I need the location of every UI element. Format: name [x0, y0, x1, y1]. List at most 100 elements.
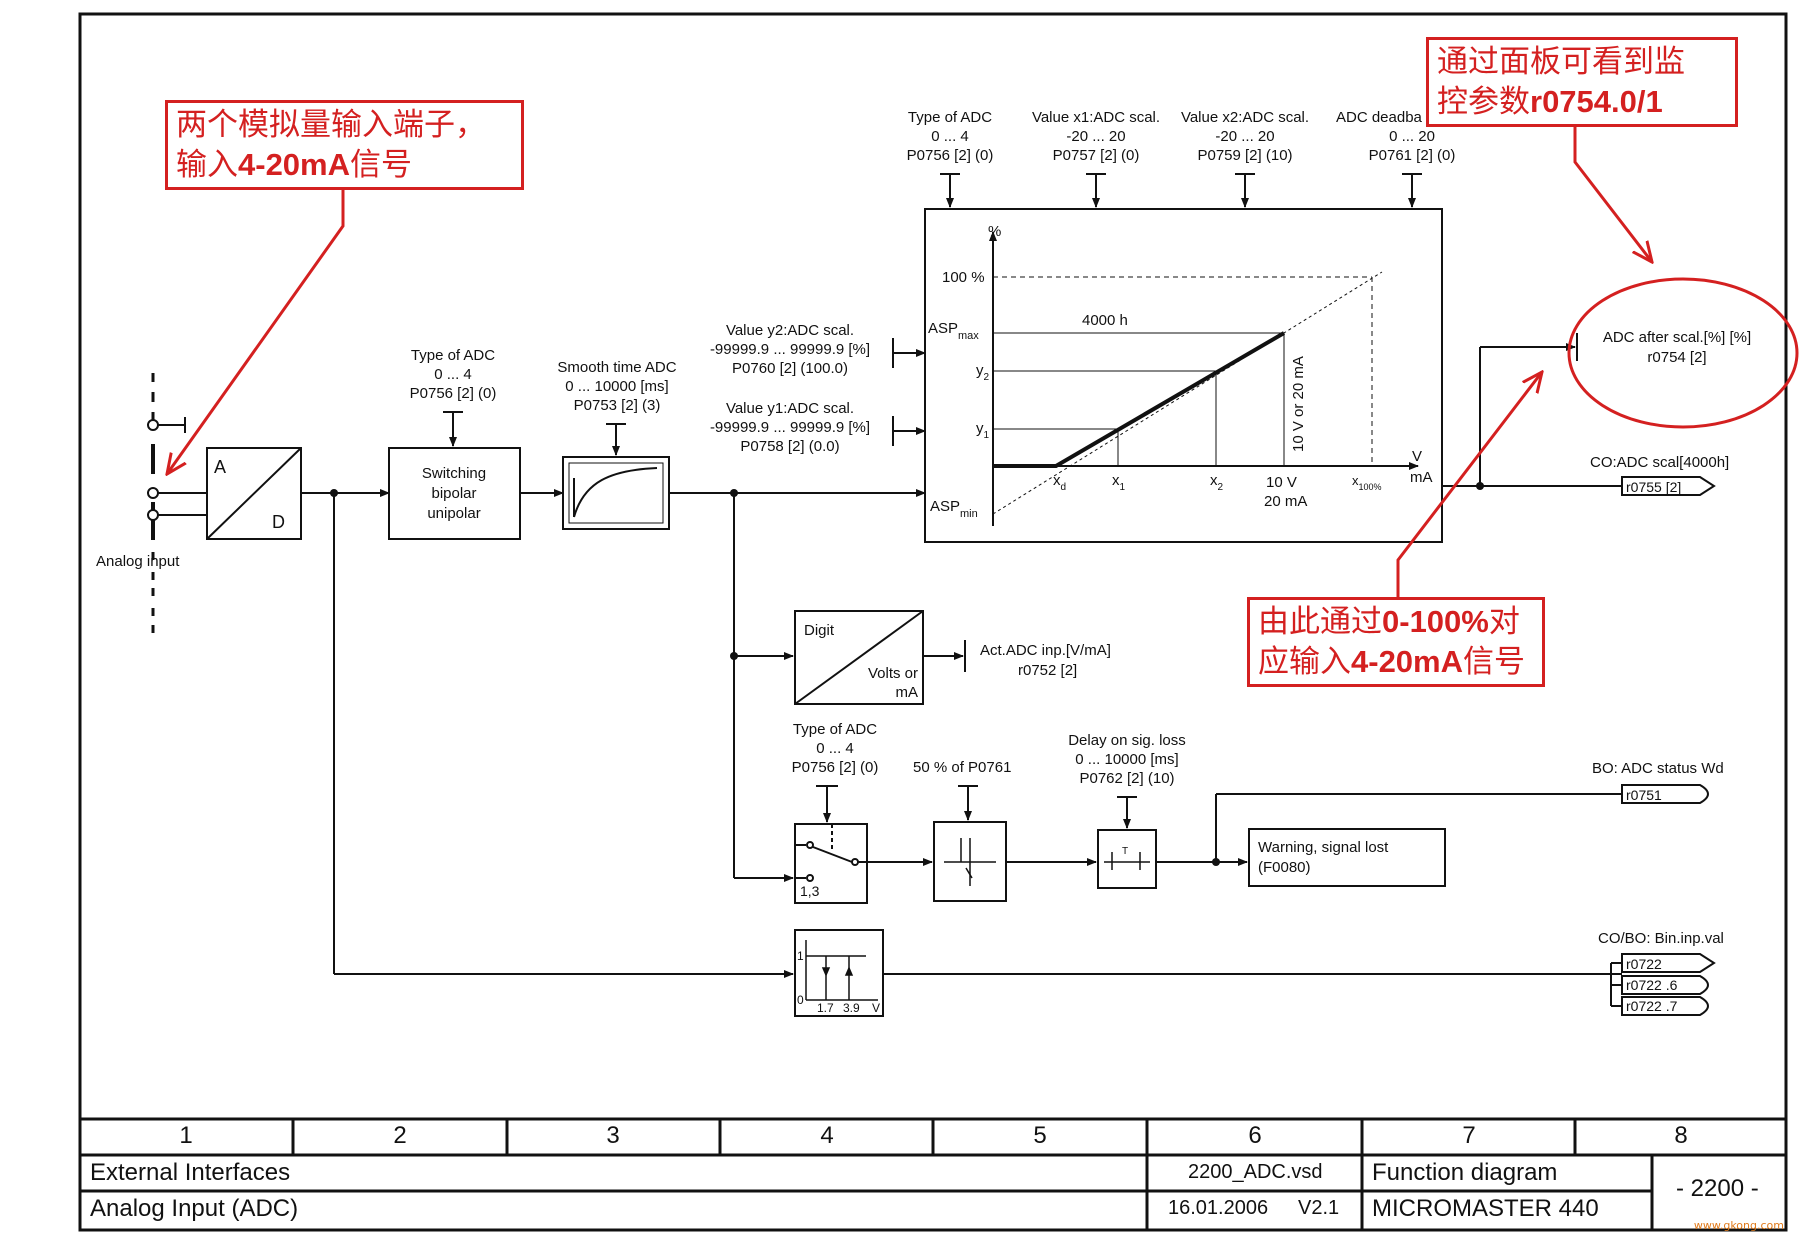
scaling-graph	[989, 231, 1419, 526]
junction-dot	[1212, 858, 1220, 866]
footer-col-2: 2	[393, 1122, 407, 1149]
graph-vertical-label: 10 V or 20 mA	[1290, 356, 1307, 452]
graph-4000h: 4000 h	[1082, 312, 1128, 329]
bo-status-label: BO: ADC status Wd	[1592, 760, 1724, 777]
footer-page-number: - 2200 -	[1676, 1175, 1759, 1202]
top-param-line3: P0759 [2] (10)	[1197, 147, 1292, 164]
footer-version: V2.1	[1298, 1197, 1340, 1219]
annotation-arrows	[167, 126, 1652, 597]
type-adc2-line1: Type of ADC	[793, 721, 877, 738]
delay-param-line2: 0 ... 10000 [ms]	[1075, 751, 1178, 768]
y2-param-line3: P0760 [2] (100.0)	[732, 360, 848, 377]
top-param-line2: 0 ... 20	[1389, 128, 1435, 145]
drawing-frame	[78, 12, 1788, 1232]
graph-y2: y2	[976, 362, 990, 383]
top-param-line1: Type of ADC	[908, 109, 992, 126]
y1-param-line2: -99999.9 ... 99999.9 [%]	[710, 419, 870, 436]
scaling-graph-box	[924, 208, 1443, 543]
graph-x1: x1	[1112, 472, 1126, 493]
switching-block	[388, 447, 521, 540]
footer-product: MICROMASTER 440	[1372, 1195, 1599, 1222]
digit-label: Digit	[804, 622, 835, 639]
act-adc-line1: Act.ADC inp.[V/mA]	[980, 642, 1111, 659]
top-param-line3: P0757 [2] (0)	[1053, 147, 1140, 164]
footer-col-8: 8	[1674, 1122, 1688, 1149]
bo-status-conn-label: r0751	[1626, 787, 1662, 803]
graph-x100: x100%	[1352, 473, 1382, 492]
footer-date: 16.01.2006	[1168, 1197, 1269, 1219]
hyst-one: 1	[797, 949, 804, 963]
status-lines	[1156, 793, 1622, 866]
graph-y-unit: %	[988, 223, 1001, 240]
annotation-mapping-line2: 应输入4-20mA信号	[1258, 644, 1525, 680]
footer-col-4: 4	[820, 1122, 834, 1149]
footer-grid	[80, 1117, 1786, 1230]
annotation-monitor-line1: 通过面板可看到监	[1437, 44, 1685, 80]
cobo-bin-connector-2	[1621, 975, 1709, 995]
junction-dot	[330, 489, 338, 497]
top-param-line3: P0756 [2] (0)	[907, 147, 994, 164]
delay-t-label: T	[1122, 846, 1128, 857]
footer-col-6: 6	[1248, 1122, 1262, 1149]
switching-line2: bipolar	[431, 485, 476, 502]
delay-param-line3: P0762 [2] (10)	[1079, 770, 1174, 787]
cobo-bin-conn-3: r0722 .7	[1626, 998, 1678, 1014]
ad-a-label: A	[214, 457, 226, 477]
top-param-line3: P0761 [2] (0)	[1369, 147, 1456, 164]
monitor-out-line2: r0754 [2]	[1647, 349, 1706, 366]
switch2-label: 1,3	[800, 883, 820, 899]
graph-asp-min: ASPmin	[930, 498, 978, 520]
warning-line2: (F0080)	[1258, 859, 1311, 876]
graph-asp-max: ASPmax	[928, 320, 979, 342]
cobo-bin-label: CO/BO: Bin.inp.val	[1598, 930, 1724, 947]
bo-status-connector	[1621, 784, 1709, 804]
type-adc2-line2: 0 ... 4	[816, 740, 854, 757]
graph-xd: xd	[1053, 472, 1066, 493]
footer-file: 2200_ADC.vsd	[1188, 1161, 1323, 1183]
act-adc-line2: r0752 [2]	[1018, 662, 1077, 679]
y1-param-line3: P0758 [2] (0.0)	[740, 438, 839, 455]
hysteresis-symbol	[805, 940, 878, 1001]
switch-symbol	[795, 824, 867, 882]
hysteresis-block	[794, 929, 884, 1017]
annotation-terminals-line1: 两个模拟量输入端子，	[176, 107, 486, 143]
graph-20ma: 20 mA	[1264, 493, 1307, 510]
top-param-line2: -20 ... 20	[1215, 128, 1274, 145]
footer-col-5: 5	[1033, 1122, 1047, 1149]
switch-param-line2: 0 ... 4	[434, 366, 472, 383]
signal-lines	[301, 489, 926, 978]
y2-param-line2: -99999.9 ... 99999.9 [%]	[710, 341, 870, 358]
hyst-39: 3.9	[843, 1001, 860, 1015]
monitor-highlight-ellipse	[1567, 277, 1799, 429]
co-scal-conn-label: r0755 [2]	[1626, 479, 1681, 495]
switching-line3: unipolar	[427, 505, 480, 522]
footer-col-3: 3	[606, 1122, 620, 1149]
co-scal-label: CO:ADC scal[4000h]	[1590, 454, 1729, 471]
monitor-out-line1: ADC after scal.[%] [%]	[1603, 329, 1751, 346]
graph-y1: y1	[976, 420, 990, 441]
hyst-zero: 0	[797, 993, 804, 1007]
top-param-x1: Value x1:ADC scal. -20 ... 20 P0757 [2] …	[1032, 109, 1160, 208]
annotation-terminals: 两个模拟量输入端子， 输入4-20mA信号	[165, 100, 524, 190]
switch-param-line3: P0756 [2] (0)	[410, 385, 497, 402]
ma-label: mA	[896, 684, 919, 701]
top-param-line2: 0 ... 4	[931, 128, 969, 145]
threshold-symbol	[944, 838, 996, 886]
binary-output-lines	[883, 962, 1622, 1007]
delay-param-line1: Delay on sig. loss	[1068, 732, 1186, 749]
first-order-curve	[573, 467, 658, 518]
footer-col-1: 1	[179, 1122, 193, 1149]
hyst-unit: V	[872, 1001, 880, 1015]
junction-dot	[1476, 482, 1484, 490]
annotation-monitor-line2: 控参数r0754.0/1	[1437, 84, 1663, 120]
volts-label: Volts or	[868, 665, 918, 682]
top-param-line1: Value x2:ADC scal.	[1181, 109, 1309, 126]
warning-block	[1248, 828, 1446, 887]
co-scal-connector	[1621, 476, 1716, 496]
top-param-line2: -20 ... 20	[1066, 128, 1125, 145]
cobo-bin-conn-1: r0722	[1626, 956, 1662, 972]
top-param-line1: ADC deadba	[1336, 109, 1423, 126]
annotation-mapping-line1: 由此通过0-100%对	[1258, 604, 1520, 640]
annotation-monitor: 通过面板可看到监 控参数r0754.0/1	[1426, 37, 1738, 127]
smooth-param-line3: P0753 [2] (3)	[574, 397, 661, 414]
